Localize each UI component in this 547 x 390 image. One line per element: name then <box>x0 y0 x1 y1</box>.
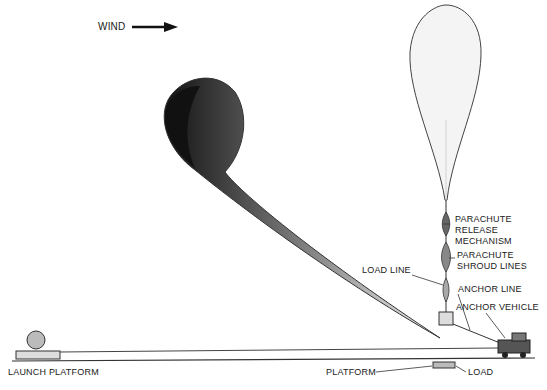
load-label: LOAD <box>468 367 493 378</box>
load-line-label: LOAD LINE <box>362 265 411 276</box>
wind-label: WIND <box>98 21 125 32</box>
platform-label: PLATFORM <box>326 367 376 378</box>
mechanism-label: PARACHUTE RELEASE MECHANISM <box>455 214 543 247</box>
shroud-lines-label: PARACHUTE SHROUD LINES <box>457 250 543 272</box>
launch-platform-label: LAUNCH PLATFORM <box>8 367 99 378</box>
anchor-line-label: ANCHOR LINE <box>458 284 522 295</box>
anchor-vehicle-label: ANCHOR VEHICLE <box>456 302 539 313</box>
